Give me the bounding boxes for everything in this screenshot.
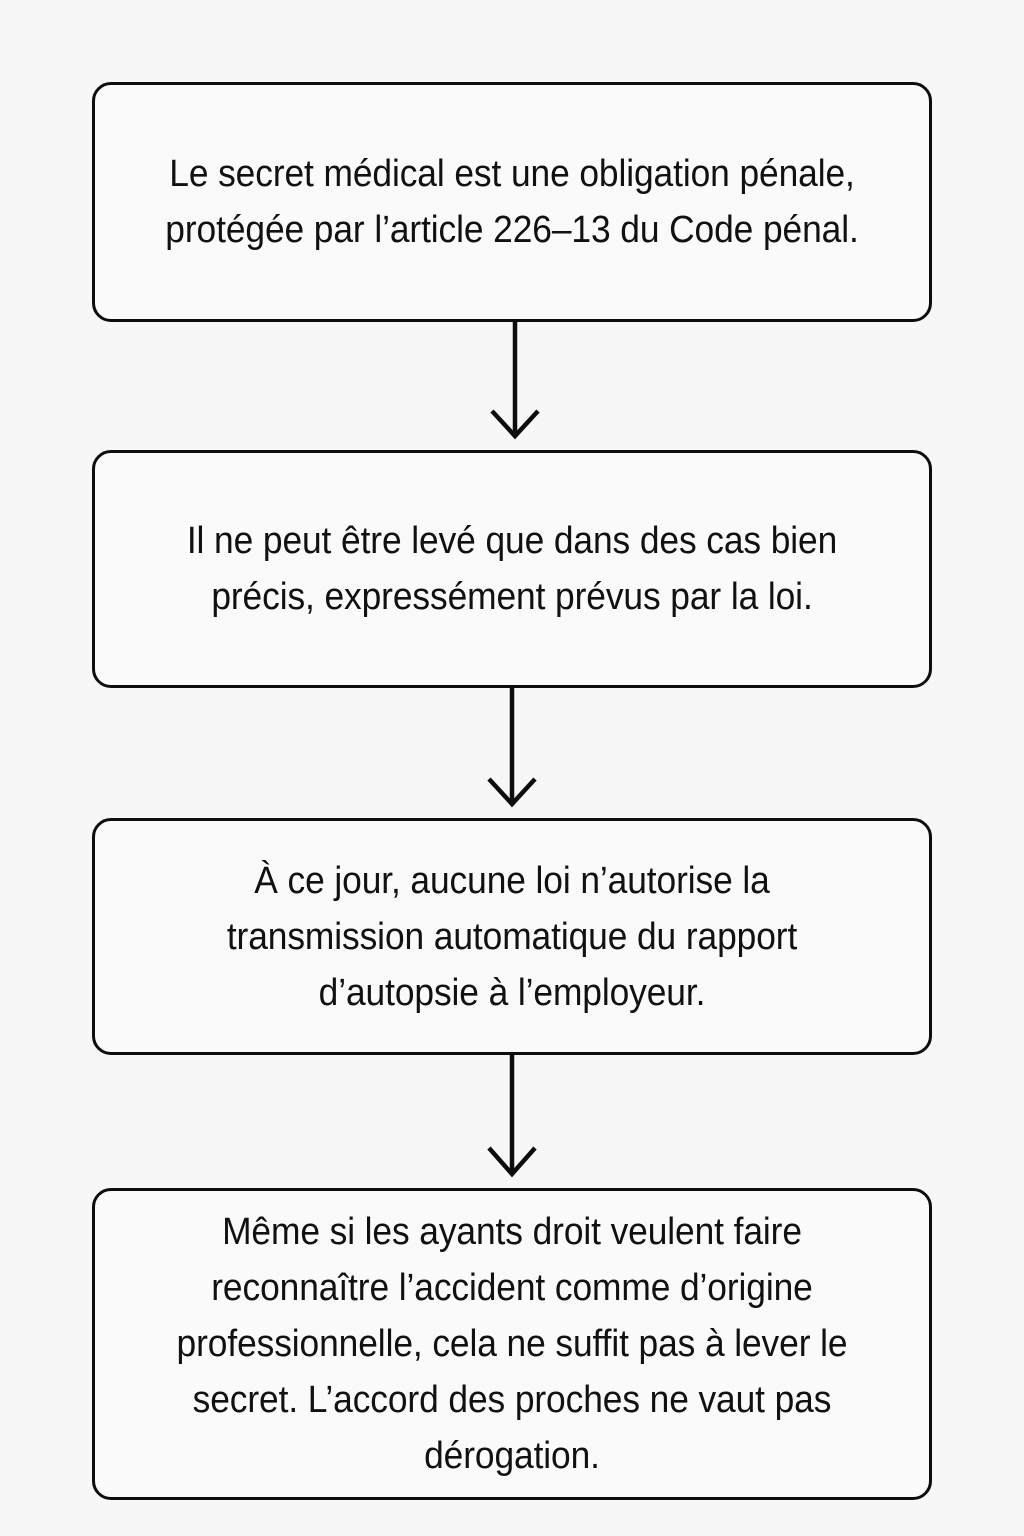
flowchart-node-3-label: À ce jour, aucune loi n’autorise la tran… <box>226 859 798 1014</box>
arrow-down-icon <box>490 322 540 440</box>
flowchart-connector-1 <box>0 322 1024 450</box>
arrow-down-icon <box>487 1055 537 1178</box>
flowchart-node-1-label: Le secret médical est une obligation pén… <box>165 153 859 251</box>
flowchart-node-2[interactable]: Il ne peut être levé que dans des cas bi… <box>92 450 932 688</box>
flowchart-connector-3 <box>0 1055 1024 1188</box>
flowchart-connector-2 <box>0 688 1024 818</box>
flowchart-node-4[interactable]: Même si les ayants droit veulent faire r… <box>92 1188 932 1500</box>
flowchart-node-4-label: Même si les ayants droit veulent faire r… <box>176 1211 848 1477</box>
arrow-down-icon <box>487 688 537 808</box>
flowchart-node-2-label: Il ne peut être levé que dans des cas bi… <box>186 520 838 618</box>
flowchart-node-1[interactable]: Le secret médical est une obligation pén… <box>92 82 932 322</box>
flowchart-node-3[interactable]: À ce jour, aucune loi n’autorise la tran… <box>92 818 932 1055</box>
